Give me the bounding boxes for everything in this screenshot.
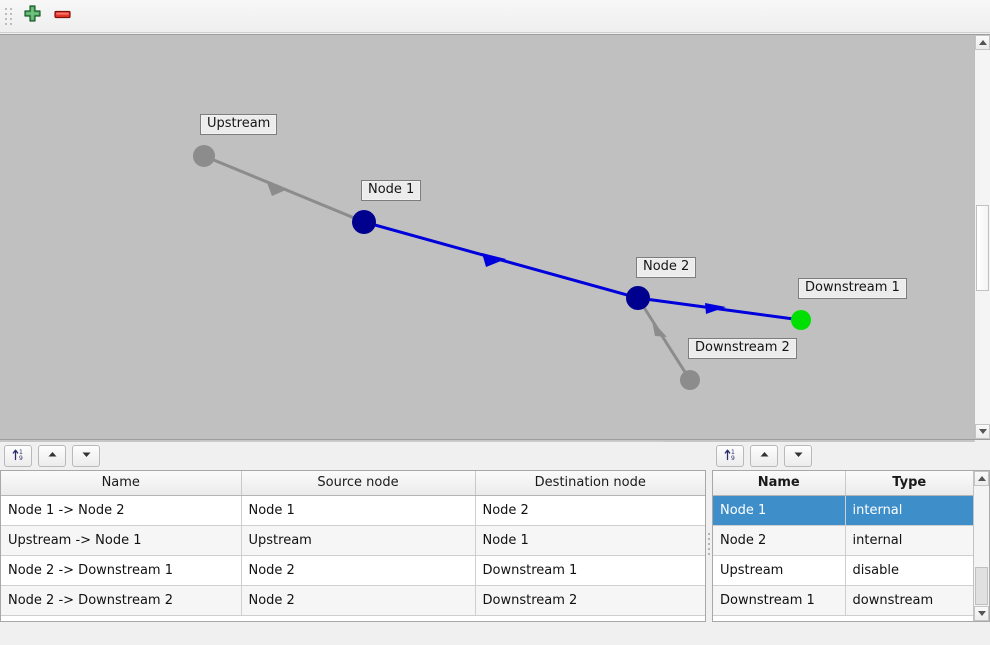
edges-column-destination[interactable]: Destination node [475, 471, 705, 496]
graph-node-node2 [626, 286, 650, 310]
graph-vertical-scrollbar[interactable] [974, 35, 990, 439]
triangle-up-icon [46, 448, 59, 464]
svg-text:9: 9 [19, 455, 23, 462]
graph-canvas[interactable]: Upstream Node 1 Node 2 Downstream 1 Down… [0, 35, 974, 439]
nodes-column-name[interactable]: Name [713, 471, 846, 496]
scroll-down-button[interactable] [975, 424, 990, 439]
edge-source-cell[interactable]: Node 1 [241, 495, 476, 526]
edge-source-cell[interactable]: Node 2 [241, 585, 476, 616]
vertical-splitter[interactable] [706, 442, 712, 645]
triangle-down-icon [80, 448, 93, 464]
nodes-toolbar: 1 9 [712, 442, 990, 470]
nodes-move-up-button[interactable] [750, 445, 778, 467]
svg-text:9: 9 [731, 455, 735, 462]
node-name-cell[interactable]: Upstream [713, 555, 846, 586]
graph-node-label-node2[interactable]: Node 2 [636, 257, 697, 278]
add-node-button[interactable] [17, 2, 47, 30]
graph-node-label-downstream1[interactable]: Downstream 1 [798, 278, 907, 299]
graph-node-label-upstream[interactable]: Upstream [200, 114, 278, 135]
table-row[interactable]: Node 2 -> Downstream 2 Node 2 Downstream… [1, 585, 705, 616]
table-row[interactable]: Upstream disable [713, 555, 973, 586]
edge-source-cell[interactable]: Upstream [241, 525, 476, 556]
edge-destination-cell[interactable]: Node 2 [475, 495, 705, 526]
node-type-cell[interactable]: internal [845, 525, 973, 556]
sort-ascending-icon: 1 9 [11, 447, 26, 465]
edges-move-up-button[interactable] [38, 445, 66, 467]
table-row[interactable]: Node 1 -> Node 2 Node 1 Node 2 [1, 495, 705, 526]
nodes-column-type[interactable]: Type [845, 471, 973, 496]
edge-destination-cell[interactable]: Downstream 2 [475, 585, 705, 616]
nodes-table: Name Type Node 1 internal Node 2 interna… [713, 471, 973, 616]
scroll-up-button[interactable] [975, 35, 990, 50]
status-bar [0, 627, 990, 645]
graph-edge-node2-downstream1 [637, 296, 802, 322]
triangle-down-icon [977, 611, 986, 616]
graph-svg [193, 145, 811, 390]
graph-node-downstream1 [791, 310, 811, 330]
table-row[interactable]: Node 2 -> Downstream 1 Node 2 Downstream… [1, 555, 705, 586]
triangle-up-icon [758, 448, 771, 464]
triangle-up-icon [977, 476, 986, 481]
graph-node-label-downstream2[interactable]: Downstream 2 [688, 338, 797, 359]
table-row[interactable]: Node 2 internal [713, 525, 973, 556]
edge-source-cell[interactable]: Node 2 [241, 555, 476, 586]
graph-edge-upstream-node1 [203, 154, 365, 224]
graph-edge-node1-node2 [363, 220, 639, 300]
edges-column-name[interactable]: Name [1, 471, 242, 496]
scroll-thumb[interactable] [975, 567, 988, 605]
edge-name-cell[interactable]: Node 1 -> Node 2 [1, 495, 242, 526]
edges-sort-button[interactable]: 1 9 [4, 445, 32, 467]
graph-edge-node2-downstream2 [636, 297, 692, 381]
red-minus-icon [53, 5, 72, 27]
edges-table: Name Source node Destination node Node 1… [1, 471, 705, 616]
node-type-cell[interactable]: downstream [845, 585, 973, 616]
nodes-sort-button[interactable]: 1 9 [716, 445, 744, 467]
edges-move-down-button[interactable] [72, 445, 100, 467]
graph-node-downstream2 [680, 370, 700, 390]
graph-node-upstream [193, 145, 215, 167]
edge-name-cell[interactable]: Upstream -> Node 1 [1, 525, 242, 556]
green-plus-icon [23, 5, 42, 27]
nodes-move-down-button[interactable] [784, 445, 812, 467]
main-toolbar [0, 0, 990, 33]
nodes-panel: 1 9 Name Type [712, 442, 990, 645]
scroll-down-button[interactable] [974, 606, 989, 621]
triangle-down-icon [978, 429, 987, 434]
edge-destination-cell[interactable]: Downstream 1 [475, 555, 705, 586]
svg-text:1: 1 [19, 449, 23, 456]
edge-name-cell[interactable]: Node 2 -> Downstream 1 [1, 555, 242, 586]
graph-node-node1 [352, 210, 376, 234]
edges-toolbar: 1 9 [0, 442, 706, 470]
node-type-cell[interactable]: internal [845, 495, 973, 526]
table-row[interactable]: Node 1 internal [713, 495, 973, 526]
edges-column-source[interactable]: Source node [241, 471, 476, 496]
node-name-cell[interactable]: Node 2 [713, 525, 846, 556]
scroll-thumb[interactable] [976, 205, 989, 291]
nodes-table-header-row: Name Type [713, 471, 973, 496]
edge-name-cell[interactable]: Node 2 -> Downstream 2 [1, 585, 242, 616]
node-type-cell[interactable]: disable [845, 555, 973, 586]
graph-node-label-node1[interactable]: Node 1 [361, 180, 422, 201]
node-name-cell[interactable]: Downstream 1 [713, 585, 846, 616]
triangle-down-icon [792, 448, 805, 464]
table-row[interactable]: Upstream -> Node 1 Upstream Node 1 [1, 525, 705, 556]
remove-node-button[interactable] [47, 2, 77, 30]
edge-destination-cell[interactable]: Node 1 [475, 525, 705, 556]
sort-ascending-icon: 1 9 [723, 447, 738, 465]
node-name-cell[interactable]: Node 1 [713, 495, 846, 526]
drag-grip-icon[interactable] [3, 5, 13, 27]
nodes-vertical-scrollbar[interactable] [973, 471, 989, 621]
table-row[interactable]: Downstream 1 downstream [713, 585, 973, 616]
edges-panel: 1 9 Name Source node Destination node [0, 442, 706, 645]
triangle-up-icon [978, 40, 987, 45]
splitter-grip-icon [708, 532, 710, 555]
scroll-up-button[interactable] [974, 471, 989, 486]
nodes-table-frame: Name Type Node 1 internal Node 2 interna… [712, 470, 990, 622]
graph-view[interactable]: Upstream Node 1 Node 2 Downstream 1 Down… [0, 34, 990, 440]
svg-text:1: 1 [731, 449, 735, 456]
edges-table-frame: Name Source node Destination node Node 1… [0, 470, 706, 622]
edges-table-header-row: Name Source node Destination node [1, 471, 705, 496]
